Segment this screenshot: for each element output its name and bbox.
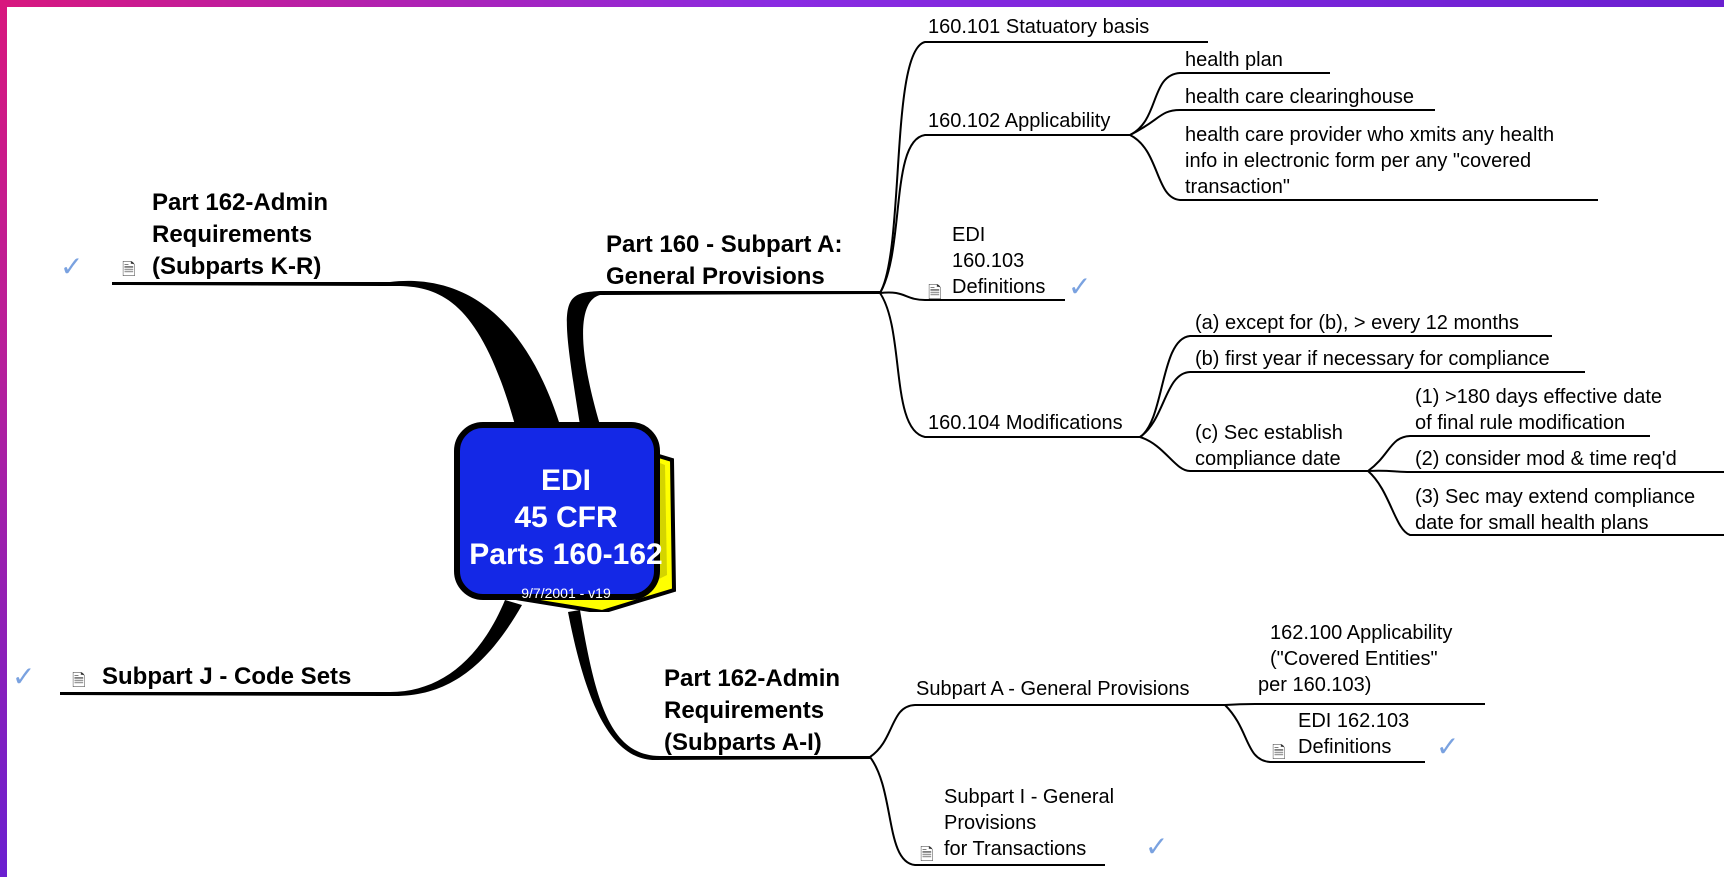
s162-103-line2[interactable]: Definitions [1298, 736, 1392, 758]
s160-101[interactable]: 160.101 Statuatory basis [928, 16, 1150, 38]
left-frame-bar [0, 0, 7, 877]
hyperlink-arrow-icon[interactable]: ✓ [12, 661, 36, 692]
s104-c2[interactable]: (2) consider mod & time req'd [1415, 448, 1677, 470]
s104-c-2[interactable]: compliance date [1195, 448, 1341, 470]
subpart-j-title[interactable]: Subpart J - Code Sets [102, 663, 352, 690]
s104-c1-line2[interactable]: of final rule modification [1415, 412, 1626, 434]
s104-c1-line1[interactable]: (1) >180 days effective date [1415, 386, 1663, 408]
subpart-i-line1[interactable]: Subpart I - General [944, 786, 1115, 808]
note-icon[interactable]: 🗎 [928, 283, 942, 302]
s162-100-line3[interactable]: per 160.103) [1258, 674, 1372, 696]
part162ai-title-2[interactable]: Requirements [664, 697, 825, 724]
center-title: EDI 45 CFR Parts 160-162 [452, 462, 680, 573]
subpart-i-line3[interactable]: for Transactions [944, 838, 1087, 860]
center-date: 9/7/2001 - v19 [521, 585, 611, 601]
s104-c3-line1[interactable]: (3) Sec may extend compliance [1415, 486, 1696, 508]
part162ai-title-1[interactable]: Part 162-Admin [664, 665, 841, 692]
s160-103-line1[interactable]: EDI [952, 224, 986, 246]
s104-a[interactable]: (a) except for (b), > every 12 months [1195, 312, 1520, 334]
center-line3: Parts 160-162 [469, 538, 663, 571]
s160-103-line3[interactable]: Definitions [952, 276, 1046, 298]
part162ai-title-3[interactable]: (Subparts A-I) [664, 729, 822, 756]
part160-title-2[interactable]: General Provisions [606, 263, 825, 290]
note-icon[interactable]: 🗎 [72, 671, 86, 690]
s104-c-1[interactable]: (c) Sec establish [1195, 422, 1343, 444]
s160-104[interactable]: 160.104 Modifications [928, 412, 1123, 434]
s104-b[interactable]: (b) first year if necessary for complian… [1195, 348, 1550, 370]
s102-provider-1[interactable]: health care provider who xmits any healt… [1185, 124, 1555, 146]
s102-provider-2[interactable]: info in electronic form per any "covered [1185, 150, 1532, 172]
s162-100-line2[interactable]: ("Covered Entities" [1270, 648, 1438, 670]
center-line2: 45 CFR [514, 501, 618, 534]
s160-102[interactable]: 160.102 Applicability [928, 110, 1111, 132]
center-node-shape [454, 422, 677, 612]
hyperlink-arrow-icon[interactable]: ✓ [60, 251, 84, 282]
s102-item-clearinghouse[interactable]: health care clearinghouse [1185, 86, 1415, 108]
branch-160 [566, 291, 880, 425]
note-icon[interactable]: 🗎 [1272, 743, 1286, 762]
subpart-a-general[interactable]: Subpart A - General Provisions [916, 678, 1190, 700]
s102-item-health-plan[interactable]: health plan [1185, 49, 1283, 71]
s102-provider-3[interactable]: transaction" [1185, 176, 1290, 198]
s162-100-line1[interactable]: 162.100 Applicability [1270, 622, 1453, 644]
part162kr-title-3[interactable]: (Subparts K-R) [152, 253, 322, 280]
center-line1: EDI [540, 464, 591, 497]
part162kr-title-2[interactable]: Requirements [152, 221, 313, 248]
hyperlink-arrow-icon[interactable]: ✓ [1436, 731, 1460, 762]
part160-title-1[interactable]: Part 160 - Subpart A: [606, 231, 843, 258]
subpart-i-line2[interactable]: Provisions [944, 812, 1037, 834]
s162-103-line1[interactable]: EDI 162.103 [1298, 710, 1410, 732]
branch-162kr [112, 280, 560, 425]
note-icon[interactable]: 🗎 [122, 260, 136, 279]
top-frame-bar [0, 0, 1724, 7]
hyperlink-arrow-icon[interactable]: ✓ [1068, 271, 1092, 302]
note-icon[interactable]: 🗎 [920, 845, 934, 864]
hyperlink-arrow-icon[interactable]: ✓ [1145, 831, 1169, 862]
s104-c3-line2[interactable]: date for small health plans [1415, 512, 1649, 534]
part162kr-title-1[interactable]: Part 162-Admin [152, 189, 329, 216]
s160-103-line2[interactable]: 160.103 [952, 250, 1025, 272]
